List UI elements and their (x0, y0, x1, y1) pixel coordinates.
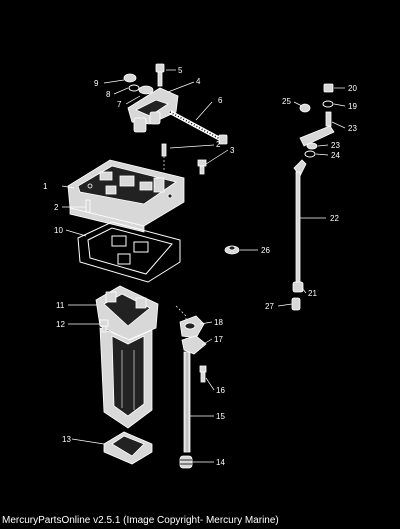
callout-2-lower: 2 (54, 203, 59, 212)
gasket-7 (138, 85, 154, 95)
callout-3: 3 (230, 146, 235, 155)
callout-6: 6 (218, 96, 223, 105)
callout-23-lower: 23 (331, 141, 340, 150)
callout-10: 10 (54, 226, 63, 235)
grommet-26 (224, 245, 240, 255)
callout-23-upper: 23 (348, 124, 357, 133)
callout-2-upper: 2 (216, 140, 221, 149)
callout-16: 16 (216, 386, 225, 395)
image-caption: MercuryPartsOnline v2.5.1 (Image Copyrig… (2, 515, 279, 526)
callout-14: 14 (216, 458, 225, 467)
callout-12: 12 (56, 320, 65, 329)
callout-20: 20 (348, 84, 357, 93)
callout-17: 17 (214, 335, 223, 344)
exhaust-tube (99, 327, 153, 429)
callout-26: 26 (261, 246, 270, 255)
o-ring-8 (128, 84, 140, 92)
screw-3 (197, 159, 207, 175)
water-tube-15 (183, 351, 191, 453)
callout-7: 7 (117, 100, 122, 109)
callout-5: 5 (178, 66, 183, 75)
callout-18: 18 (214, 318, 223, 327)
callout-25: 25 (282, 97, 291, 106)
exhaust-housing-11 (95, 285, 159, 341)
callout-4: 4 (196, 77, 201, 86)
adapter-plate-1 (67, 159, 185, 233)
bushing-27 (291, 297, 301, 311)
bolt-23-upper (325, 111, 332, 127)
dowel-pin-2-lower (85, 199, 91, 213)
guide-18 (175, 305, 205, 348)
long-bolt-6 (169, 110, 228, 145)
washer-24 (304, 150, 316, 158)
bracket-17 (181, 335, 207, 355)
callout-24: 24 (331, 151, 340, 160)
leader-lines (61, 69, 346, 463)
coupler-21 (292, 281, 304, 293)
callout-19: 19 (348, 102, 357, 111)
callout-labels: 1 2 2 3 4 5 6 7 8 9 10 11 12 13 14 15 16… (43, 66, 357, 467)
nut-20 (323, 83, 334, 93)
screw-12 (99, 319, 109, 333)
gasket-10 (77, 221, 181, 283)
link-arm (299, 125, 335, 147)
callout-11: 11 (56, 301, 65, 310)
callout-21: 21 (308, 289, 317, 298)
washer-19 (322, 100, 334, 108)
elbow-fitting-4 (127, 87, 179, 133)
plug-9 (123, 73, 137, 83)
seal-14 (179, 455, 193, 469)
screw-16 (199, 365, 207, 383)
callout-15: 15 (216, 412, 225, 421)
seal-13 (103, 431, 153, 465)
bushing-23-lower (306, 142, 318, 150)
shift-rod-22 (293, 159, 307, 283)
exploded-parts-diagram: 1 2 2 3 4 5 6 7 8 9 10 11 12 13 14 15 16… (43, 63, 357, 469)
callout-13: 13 (62, 435, 71, 444)
callout-22: 22 (330, 214, 339, 223)
clip-25 (299, 103, 311, 113)
dowel-pin-2-upper (161, 143, 167, 170)
callout-27: 27 (265, 302, 274, 311)
callout-8: 8 (106, 90, 111, 99)
callout-1: 1 (43, 182, 48, 191)
screw-5 (155, 63, 165, 87)
callout-9: 9 (94, 79, 99, 88)
